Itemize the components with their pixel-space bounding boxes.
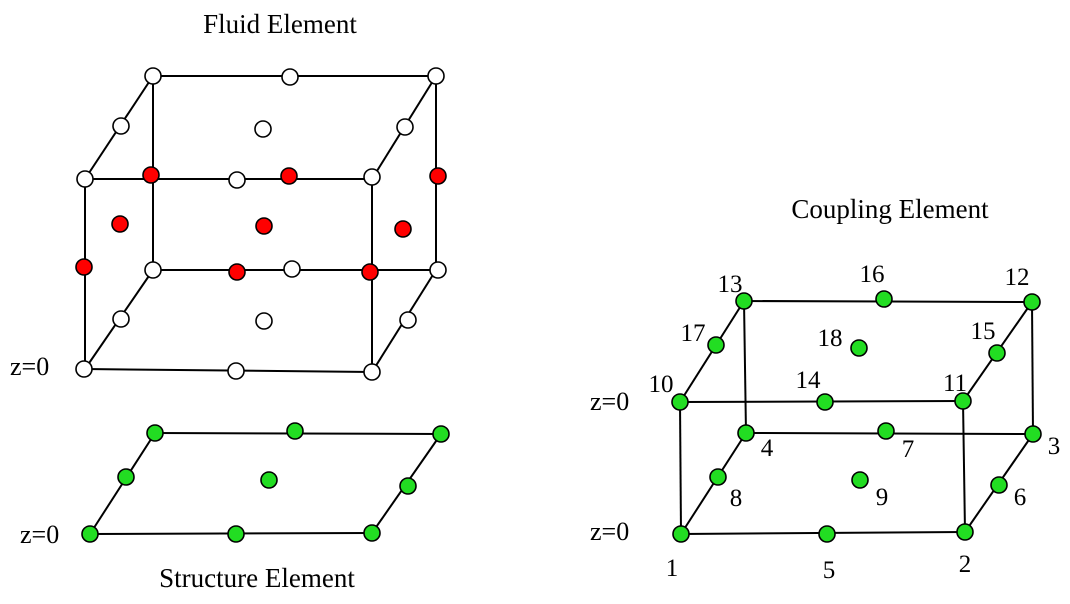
- coupling-node-13: [735, 292, 753, 310]
- fluid-node-open: [75, 360, 93, 378]
- fluid-node-open: [255, 312, 273, 330]
- coupling-node-2: [956, 523, 974, 541]
- fluid-node-open: [429, 261, 447, 279]
- fluid-node-open: [144, 261, 162, 279]
- fluid-node-open: [227, 362, 245, 380]
- coupling-node-9: [851, 471, 869, 489]
- fluid-node-open: [399, 311, 417, 329]
- structure-element-nodes: [81, 422, 450, 543]
- coupling-node-number: 9: [876, 484, 889, 511]
- fluid-node-red: [255, 217, 273, 235]
- structure-node: [399, 477, 417, 495]
- coupling-node-11: [954, 392, 972, 410]
- coupling-node-10: [671, 393, 689, 411]
- structure-node: [227, 525, 245, 543]
- fluid-node-red: [429, 167, 447, 185]
- fluid-node-open: [254, 120, 272, 138]
- coupling-node-number: 14: [796, 367, 822, 394]
- coupling-z-label-bottom: z=0: [590, 517, 629, 546]
- fluid-node-open: [144, 67, 162, 85]
- structure-z-label: z=0: [20, 520, 59, 549]
- fluid-element-title: Fluid Element: [203, 9, 357, 39]
- coupling-node-17: [707, 336, 725, 354]
- fluid-node-open: [76, 170, 94, 188]
- coupling-edge: [962, 400, 966, 533]
- coupling-node-number: 8: [730, 485, 743, 512]
- coupling-element-title: Coupling Element: [791, 194, 989, 224]
- fluid-z-label: z=0: [10, 352, 49, 381]
- fluid-node-open: [281, 68, 299, 86]
- coupling-node-1: [672, 525, 690, 543]
- structure-node: [363, 524, 381, 542]
- coupling-z-label-top: z=0: [590, 387, 629, 416]
- coupling-node-12: [1023, 293, 1041, 311]
- coupling-node-number: 2: [959, 551, 972, 578]
- fluid-node-open: [112, 310, 130, 328]
- fluid-node-red: [142, 166, 160, 184]
- coupling-node-number: 18: [818, 325, 843, 352]
- fluid-node-open: [427, 67, 445, 85]
- coupling-node-number: 16: [860, 261, 885, 288]
- coupling-node-number: 11: [943, 370, 967, 397]
- coupling-node-4: [737, 424, 755, 442]
- fluid-node-open: [363, 168, 381, 186]
- coupling-edge: [679, 401, 682, 535]
- coupling-node-8: [709, 468, 727, 486]
- coupling-node-numbers: 1 2 3 4 5 6 7 8 9 10 11 12 13 14 15 16 1…: [649, 261, 1061, 584]
- fluid-node-open: [396, 118, 414, 136]
- structure-node: [117, 468, 135, 486]
- structure-element-title: Structure Element: [159, 563, 355, 593]
- coupling-node-number: 4: [761, 435, 774, 462]
- fluid-node-red: [111, 215, 129, 233]
- coupling-element-nodes: [671, 290, 1042, 543]
- coupling-node-number: 7: [902, 436, 915, 463]
- coupling-edge: [1031, 301, 1034, 435]
- coupling-node-number: 6: [1014, 484, 1027, 511]
- coupling-node-5: [818, 525, 836, 543]
- structure-node: [432, 425, 450, 443]
- structure-node: [81, 525, 99, 543]
- fluid-node-open: [363, 363, 381, 381]
- structure-element: z=0 Structure Element: [20, 422, 450, 593]
- coupling-node-16: [875, 290, 893, 308]
- coupling-node-number: 17: [681, 320, 706, 347]
- fluid-node-open: [112, 117, 130, 135]
- coupling-node-18: [850, 339, 868, 357]
- fluid-node-red: [361, 263, 379, 281]
- structure-node: [260, 471, 278, 489]
- coupling-node-7: [877, 422, 895, 440]
- coupling-node-number: 3: [1048, 433, 1061, 460]
- structure-node: [146, 424, 164, 442]
- coupling-node-number: 10: [649, 371, 674, 398]
- fluid-element: Fluid Element: [10, 9, 447, 381]
- fluid-element-nodes: [75, 67, 447, 381]
- fluid-node-open: [283, 260, 301, 278]
- fluid-node-red: [228, 263, 246, 281]
- fluid-node-red: [75, 258, 93, 276]
- coupling-element: Coupling Element: [590, 194, 1060, 584]
- fluid-node-open: [228, 171, 246, 189]
- coupling-node-number: 12: [1005, 264, 1030, 291]
- structure-node: [286, 422, 304, 440]
- coupling-node-number: 15: [971, 318, 996, 345]
- coupling-node-3: [1024, 425, 1042, 443]
- coupling-node-number: 5: [823, 557, 836, 584]
- coupling-node-number: 1: [666, 555, 679, 582]
- coupling-edge: [743, 300, 747, 434]
- coupling-node-6: [990, 476, 1008, 494]
- coupling-node-number: 13: [718, 271, 743, 298]
- coupling-node-14: [816, 393, 834, 411]
- fluid-node-red: [394, 220, 412, 238]
- coupling-node-15: [988, 344, 1006, 362]
- fluid-node-red: [280, 167, 298, 185]
